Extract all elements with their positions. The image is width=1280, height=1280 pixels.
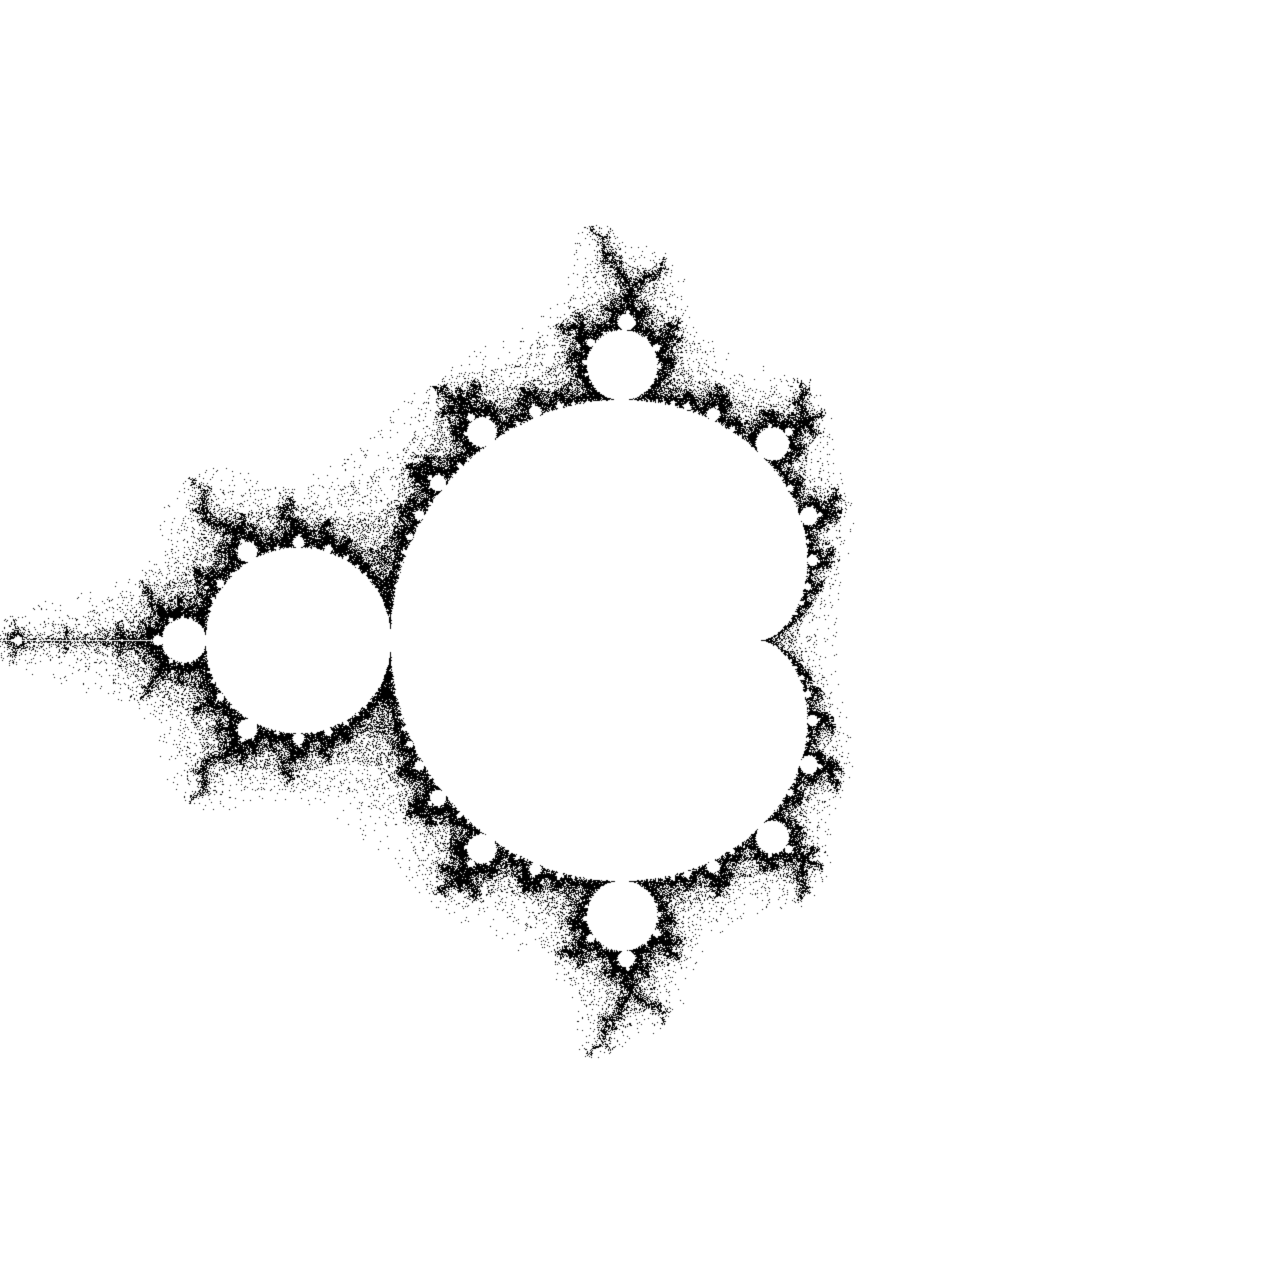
fractal-figure	[0, 0, 1280, 1280]
mandelbrot-fractal-image	[0, 0, 1280, 1280]
